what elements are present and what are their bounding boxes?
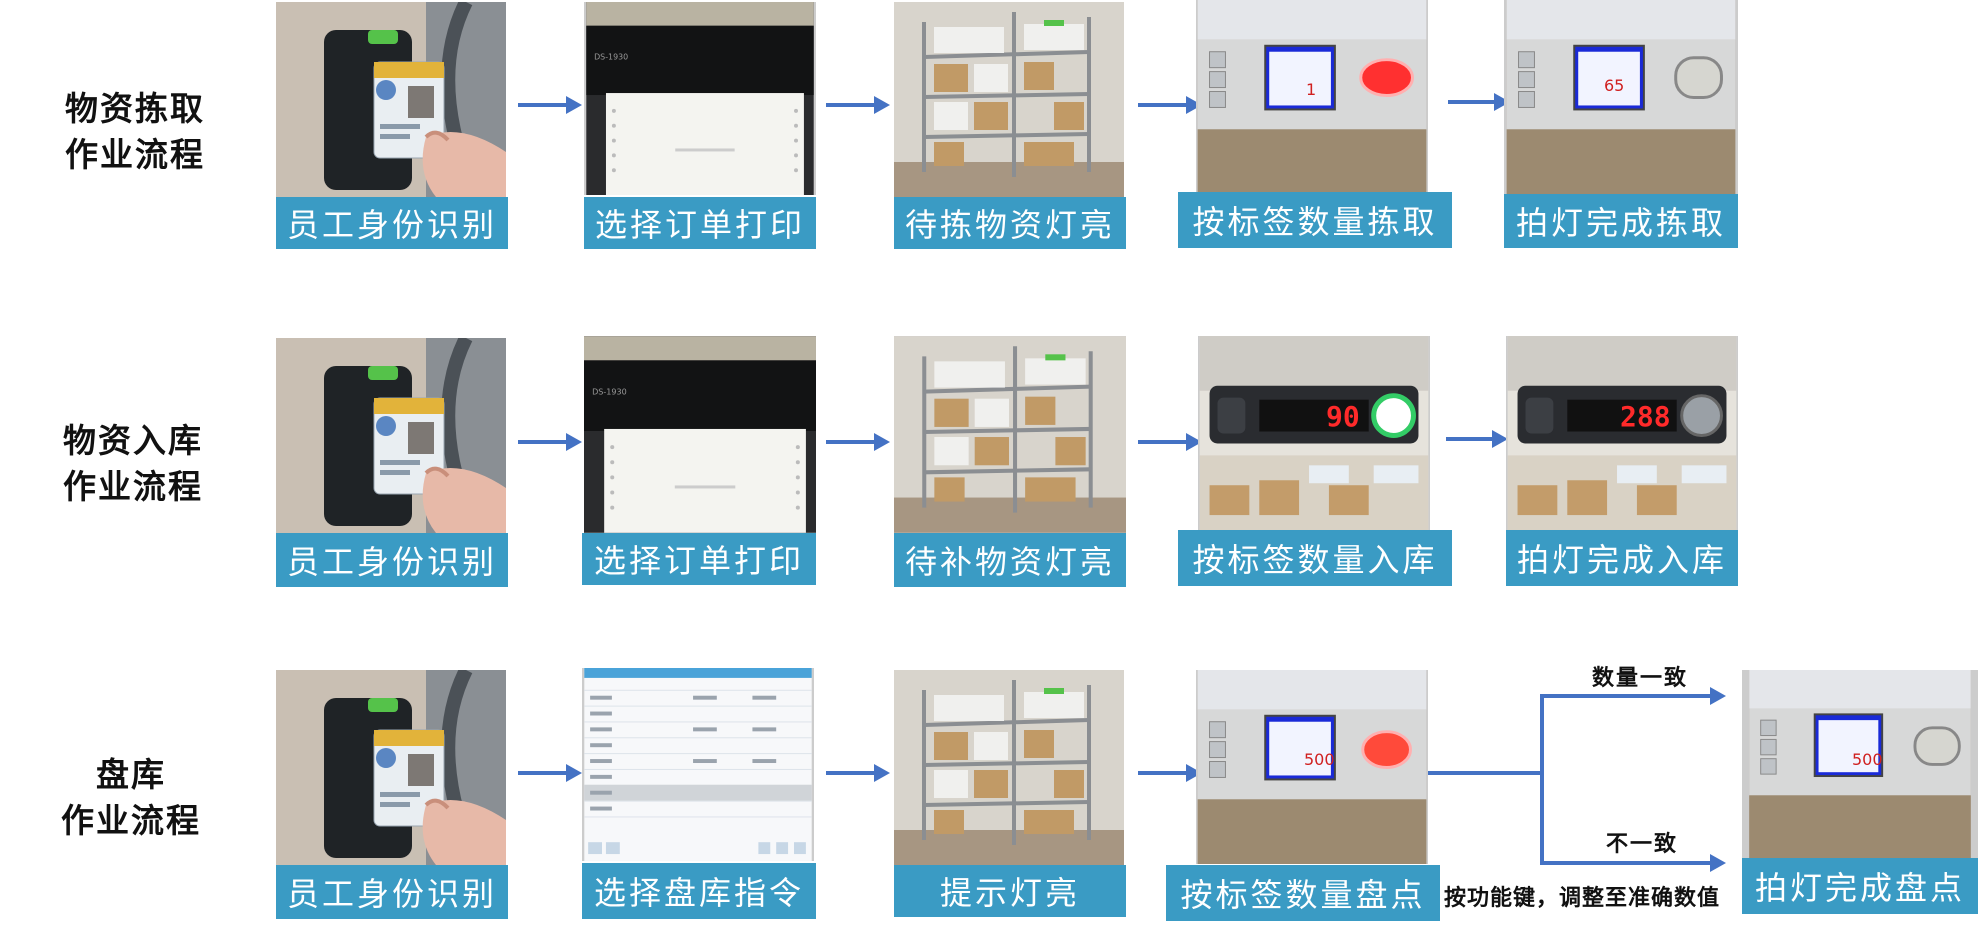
flow-arrow	[1138, 433, 1202, 451]
step-caption: 员工身份识别	[276, 865, 508, 919]
row-title-line1: 物资拣取	[65, 89, 205, 128]
step-caption: 选择订单打印	[584, 197, 816, 249]
flow-arrow	[826, 433, 890, 451]
row-title-picking: 物资拣取 作业流程	[40, 86, 230, 178]
photo-led-counter: 288	[1506, 336, 1738, 530]
step-caption: 拍灯完成入库	[1506, 530, 1738, 586]
photo-label-display: 500	[1742, 670, 1978, 858]
row-title-line2: 作业流程	[63, 467, 203, 506]
label-display-quantity: 500	[1852, 750, 1883, 769]
step-caption: 按标签数量入库	[1178, 530, 1452, 586]
step-caption: 员工身份识别	[276, 533, 508, 587]
step-caption: 选择盘库指令	[582, 863, 816, 919]
flow-arrow	[826, 764, 890, 782]
flow-arrow	[1138, 96, 1202, 114]
led-counter-value: 90	[1326, 400, 1360, 433]
label-display-quantity: 65	[1604, 76, 1625, 95]
step-caption: 拍灯完成拣取	[1504, 194, 1738, 248]
adjust-note: 按功能键，调整至准确数值	[1444, 885, 1721, 911]
step-caption: 提示灯亮	[894, 865, 1126, 917]
photo-led-counter: 90	[1198, 336, 1430, 530]
photo-inventory-screen	[582, 668, 814, 861]
photo-printer	[584, 336, 816, 533]
photo-card-reader	[276, 2, 506, 197]
photo-label-display: 500	[1196, 670, 1428, 864]
step-caption: 按标签数量拣取	[1178, 192, 1452, 248]
step-caption: 员工身份识别	[276, 197, 508, 249]
branch-label-mismatch: 不一致	[1606, 831, 1679, 857]
flow-arrow	[518, 433, 582, 451]
flow-arrow	[518, 764, 582, 782]
led-counter-value: 288	[1620, 400, 1671, 433]
flow-arrow	[1446, 430, 1508, 448]
row-title-inventory: 盘库 作业流程	[36, 752, 226, 844]
step-caption: 按标签数量盘点	[1166, 865, 1440, 921]
photo-printer	[584, 2, 816, 195]
photo-warehouse-shelves	[894, 336, 1126, 533]
row-title-line1: 物资入库	[63, 421, 203, 460]
row-title-line1: 盘库	[96, 755, 166, 794]
row-title-line2: 作业流程	[61, 801, 201, 840]
label-display-quantity: 1	[1306, 80, 1317, 99]
branch-line-horizontal	[1428, 771, 1544, 775]
row-title-line2: 作业流程	[65, 135, 205, 174]
photo-label-display: 1	[1196, 0, 1428, 194]
row-title-inbound: 物资入库 作业流程	[38, 418, 228, 510]
step-caption: 拍灯完成盘点	[1742, 858, 1978, 914]
flow-arrow	[1138, 764, 1202, 782]
photo-warehouse-shelves	[894, 670, 1124, 865]
label-display-quantity: 500	[1304, 750, 1335, 769]
photo-warehouse-shelves	[894, 2, 1124, 197]
flow-arrow	[1448, 93, 1510, 111]
step-caption: 待拣物资灯亮	[894, 197, 1126, 249]
photo-card-reader	[276, 670, 506, 865]
branch-line-vertical	[1540, 694, 1544, 864]
flow-arrow	[826, 96, 890, 114]
step-caption: 待补物资灯亮	[894, 533, 1126, 587]
branch-label-match: 数量一致	[1592, 665, 1689, 691]
flow-arrow	[518, 96, 582, 114]
photo-card-reader	[276, 338, 506, 533]
step-caption: 选择订单打印	[582, 533, 816, 585]
branch-arrow-top	[1540, 687, 1726, 705]
photo-label-display: 65	[1504, 0, 1738, 194]
branch-arrow-bottom	[1540, 854, 1726, 872]
